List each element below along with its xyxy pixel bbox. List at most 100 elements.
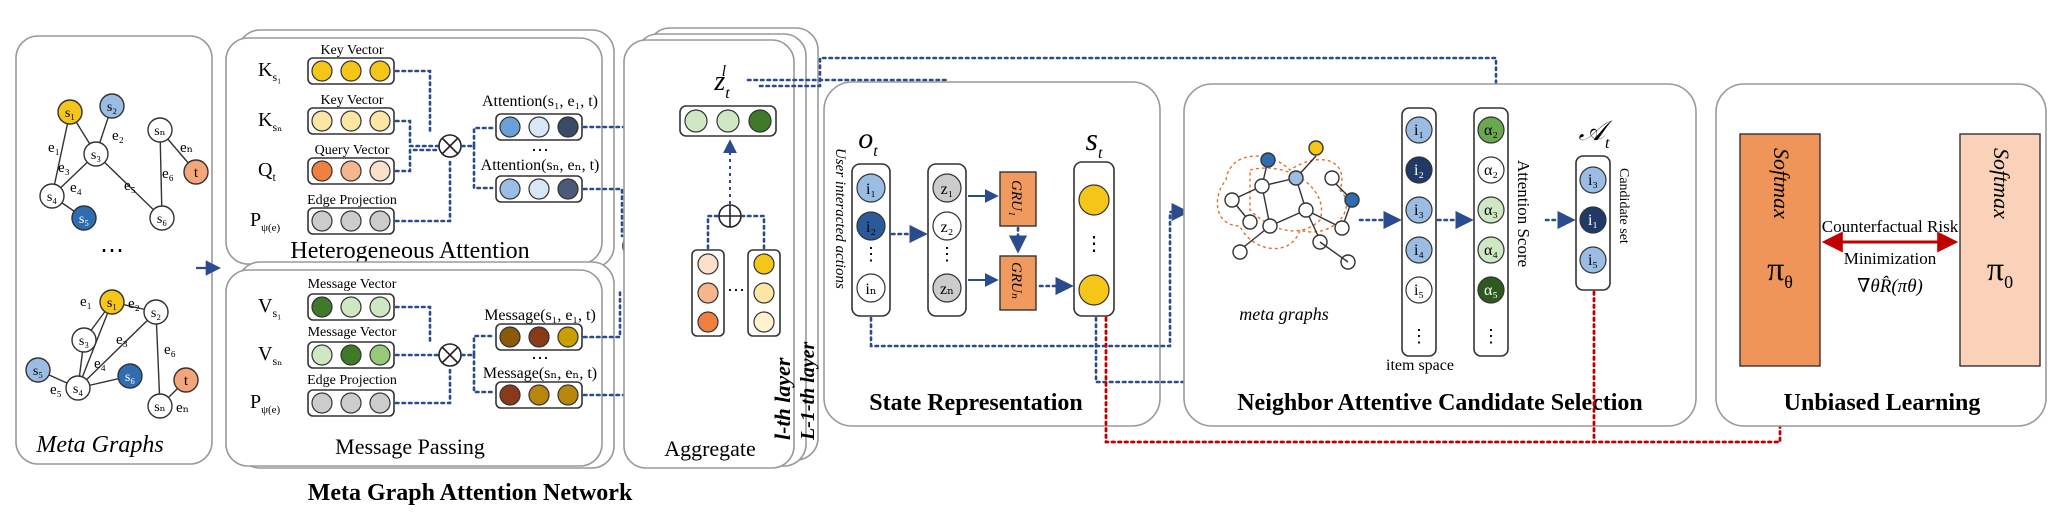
item-space-ellipsis: ⋮ <box>1410 326 1428 346</box>
node-s6-label: s₆ <box>157 212 167 227</box>
svg-text:⋮: ⋮ <box>938 244 956 264</box>
node-s4 <box>39 183 65 209</box>
edge-b-en-label: eₙ <box>176 400 189 416</box>
meta-graphs-cloud-label: meta graphs <box>1239 304 1329 324</box>
node-t <box>183 159 209 185</box>
key-vector-label-2: Key Vector <box>320 93 383 108</box>
edge-e3-label: e₃ <box>58 160 70 176</box>
node-s3-label: s₃ <box>91 148 101 163</box>
svg-text:⋮: ⋮ <box>1084 233 1104 255</box>
gru-n-label: GRUₙ <box>1008 262 1024 299</box>
edge-b-e3-label: e₃ <box>116 332 128 348</box>
message-ellipsis: ⋯ <box>531 348 549 368</box>
node-s2-label: s₂ <box>107 100 117 115</box>
meta-graphs-panel: s₁ s₂ s₃ s₄ s₅ sₙ s₆ t e₁ e₂ e₃ e₄ e₅ e₆… <box>15 35 213 465</box>
candidate-cell <box>1579 246 1607 274</box>
z1-label: z₁ <box>941 181 954 198</box>
candidate-cell-label: i₅ <box>1588 252 1598 269</box>
gru-n-block <box>999 255 1037 311</box>
edge-en-label: eₙ <box>180 140 193 156</box>
attention-score-cell <box>1477 156 1505 184</box>
item-space-cell-label: i₅ <box>1414 282 1424 299</box>
candidate-cell-label: i₃ <box>1588 172 1598 189</box>
item-space-cell <box>1405 116 1433 144</box>
node-b-s5-label: s₅ <box>33 364 43 379</box>
v-sn-label: Vsₙ <box>258 343 282 368</box>
item-space-vector <box>1401 107 1437 357</box>
svg-text:⋮: ⋮ <box>862 244 880 264</box>
key-vector-label-1: Key Vector <box>320 43 383 58</box>
attention-score-cell-label: α₂ <box>1484 162 1498 179</box>
gru-1-block <box>999 171 1037 227</box>
node-sn <box>147 117 173 143</box>
gradient-label: ∇θR̂(πθ) <box>1857 276 1923 297</box>
l-th-layer-label: l-th layer <box>770 357 795 440</box>
softmax-2-label: Softmax <box>1989 148 2014 219</box>
item-i2-label: i₂ <box>866 219 876 236</box>
gru-1-label: GRU₁ <box>1008 180 1024 216</box>
meta-graphs-ellipsis: ⋯ <box>100 238 124 264</box>
edge-b-e5-label: e₅ <box>50 382 62 398</box>
p-psi-label-attn: Pψ(e) <box>250 209 281 234</box>
pi-0-label: π0 <box>1987 251 2013 292</box>
meta-graphs-frame <box>15 35 213 465</box>
user-actions-label: User interacted actions <box>832 148 848 289</box>
message-passing-panel: Message Vector Vs₁ Message Vector Vsₙ Ed… <box>225 261 615 469</box>
agg-ellipsis: ⋯ <box>727 280 745 300</box>
v-s1-label: Vs₁ <box>258 295 281 320</box>
attention-score-cell-label: α₄ <box>1484 242 1498 259</box>
zn-label: zₙ <box>940 281 954 298</box>
edge-projection-label-attn: Edge Projection <box>307 193 397 208</box>
item-space-label: item space <box>1386 357 1454 374</box>
node-b-s2 <box>143 299 169 325</box>
edge-e6-label: e₆ <box>162 166 174 182</box>
message-vector-label-1: Message Vector <box>308 277 397 292</box>
attention-score-label: Attention Score <box>1514 160 1533 267</box>
pi-0-block <box>1959 133 2041 367</box>
heterogeneous-attention-panel: Key Vector Ks₁ Key Vector Ksₙ Query Vect… <box>225 29 615 269</box>
network-title: Meta Graph Attention Network <box>308 480 633 506</box>
node-b-sn-label: sₙ <box>154 400 166 415</box>
q-t-label: Qt <box>258 159 276 184</box>
node-b-s4 <box>65 375 91 401</box>
node-b-s6 <box>117 363 143 389</box>
item-space-cell-label: i₁ <box>1414 122 1424 139</box>
node-b-s4-label: s₄ <box>73 382 83 397</box>
candidate-selection-frame <box>1183 83 1697 427</box>
node-b-s2-label: s₂ <box>151 306 161 321</box>
p-psi-label-msg: Pψ(e) <box>250 391 281 416</box>
item-i1-label: i₁ <box>866 181 876 198</box>
item-space-cell <box>1405 236 1433 264</box>
unbiased-learning-title: Unbiased Learning <box>1784 390 1981 416</box>
candidate-cell-label: i₁ <box>1588 212 1598 229</box>
aggregate-title: Aggregate <box>664 436 756 461</box>
node-b-s3 <box>71 327 97 353</box>
edge-b-e2-label: e₂ <box>128 296 140 312</box>
item-space-cell-label: i₂ <box>1414 162 1424 179</box>
minimization-label: Minimization <box>1844 249 1937 268</box>
candidate-cell <box>1579 206 1607 234</box>
node-s3 <box>83 141 109 167</box>
item-space-cell <box>1405 196 1433 224</box>
item-space-cell-label: i₃ <box>1414 202 1424 219</box>
attention-score-cell <box>1477 276 1505 304</box>
node-b-s1-label: s₁ <box>107 296 117 311</box>
message-1-label: Message(s₁, e₁, t) <box>484 307 596 324</box>
unbiased-learning-panel: Softmax πθ Softmax π0 Counterfactual Ris… <box>1715 83 2047 427</box>
node-t-label: t <box>194 165 199 181</box>
item-space-cell <box>1405 276 1433 304</box>
attention-ellipsis: ⋯ <box>531 140 549 160</box>
z2-label: z₂ <box>941 219 954 236</box>
edge-e2-label: e₂ <box>112 128 124 144</box>
l-1-th-layer-label: L-1-th layer <box>797 341 819 441</box>
z-label: ztl <box>713 63 730 102</box>
edge-b-e6-label: e₆ <box>164 342 176 358</box>
attention-score-cell-label: α₂ <box>1484 122 1498 139</box>
edge-e1-label: e₁ <box>48 140 60 156</box>
attention-score-cell-label: α₅ <box>1484 282 1498 299</box>
node-s1 <box>57 99 83 125</box>
node-b-s6-label: s₆ <box>125 370 135 385</box>
pi-theta-block <box>1739 133 1821 367</box>
